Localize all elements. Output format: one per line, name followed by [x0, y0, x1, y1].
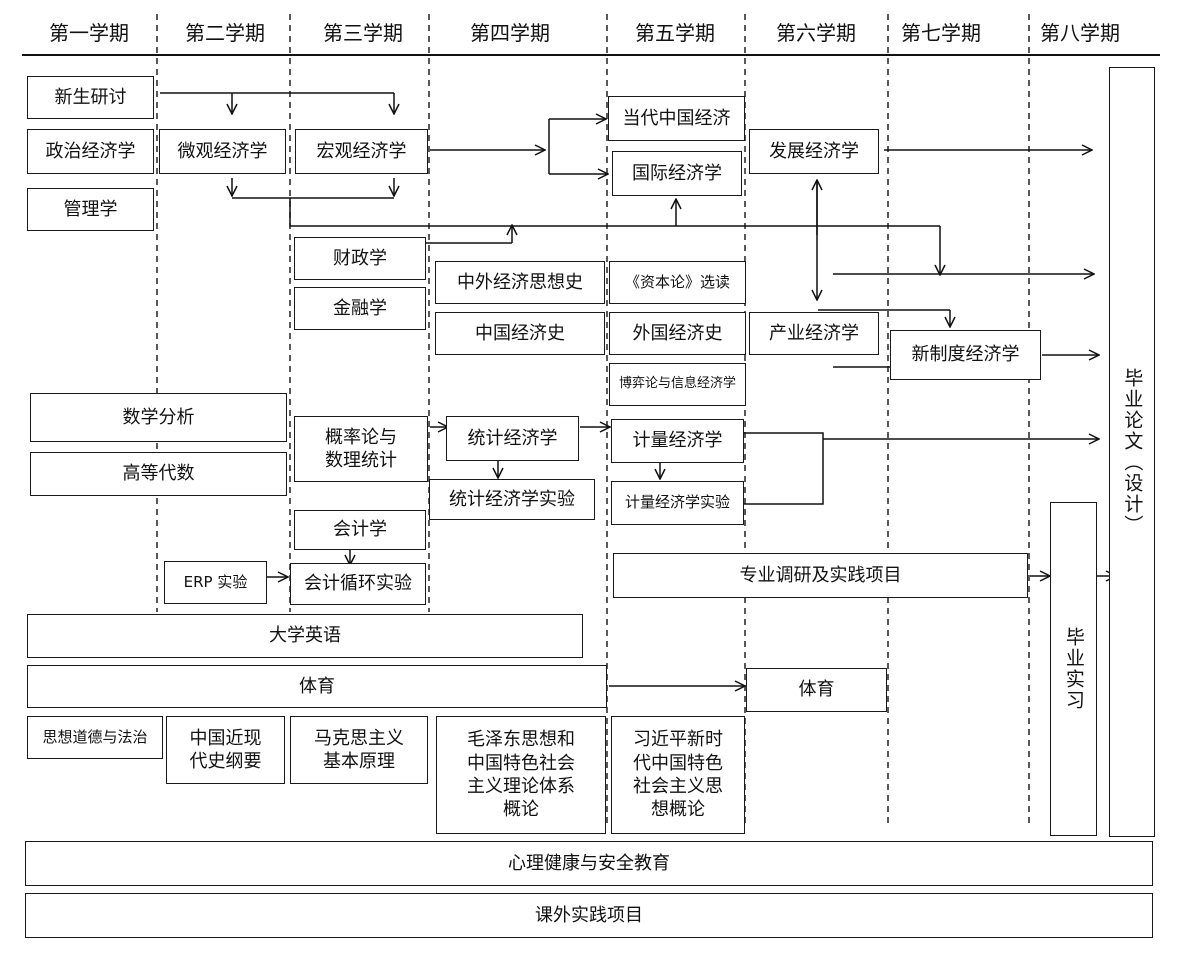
course-shuxue[interactable]: 数学分析 [30, 393, 287, 442]
course-maozedong[interactable]: 毛泽东思想和 中国特色社会 主义理论体系 概论 [436, 716, 606, 834]
course-daxueyy[interactable]: 大学英语 [27, 614, 583, 658]
course-hongguan[interactable]: 宏观经济学 [295, 129, 428, 174]
course-chanye[interactable]: 产业经济学 [749, 312, 879, 355]
course-fazhan[interactable]: 发展经济学 [749, 129, 879, 174]
course-dangdai[interactable]: 当代中国经济 [608, 96, 745, 141]
course-boyi[interactable]: 博弈论与信息经济学 [609, 363, 746, 406]
course-gaodeng[interactable]: 高等代数 [30, 452, 287, 496]
semester-header-1: 第一学期 [49, 21, 129, 45]
course-tiyu2[interactable]: 体育 [746, 668, 887, 712]
semester-header-8: 第八学期 [1040, 21, 1120, 45]
course-jinxiandai[interactable]: 中国近现 代史纲要 [166, 716, 285, 784]
course-xinsheng[interactable]: 新生研讨 [27, 76, 154, 119]
semester-header-3: 第三学期 [323, 21, 403, 45]
course-makesi[interactable]: 马克思主义 基本原理 [290, 716, 428, 784]
course-xinli[interactable]: 心理健康与安全教育 [25, 841, 1153, 886]
course-caizheng[interactable]: 财政学 [294, 237, 426, 280]
semester-header-7: 第七学期 [901, 21, 981, 45]
course-erp[interactable]: ERP 实验 [164, 561, 267, 604]
course-jinrong[interactable]: 金融学 [294, 287, 426, 330]
course-sixiang[interactable]: 思想道德与法治 [27, 716, 163, 759]
flow-arrows [160, 92, 1116, 686]
course-biyesx[interactable]: 毕业实习 [1050, 502, 1097, 836]
course-zhuanye[interactable]: 专业调研及实践项目 [613, 553, 1028, 598]
course-kuaiji[interactable]: 会计学 [294, 510, 426, 550]
course-jiliangsy[interactable]: 计量经济学实验 [611, 481, 744, 525]
course-guoji[interactable]: 国际经济学 [612, 151, 742, 196]
semester-header-5: 第五学期 [635, 21, 715, 45]
course-biyelw[interactable]: 毕业论文（设计） [1109, 67, 1155, 837]
semester-header-4: 第四学期 [470, 21, 550, 45]
course-kewai[interactable]: 课外实践项目 [25, 893, 1153, 938]
semester-header-6: 第六学期 [776, 21, 856, 45]
course-weiguan[interactable]: 微观经济学 [159, 129, 286, 174]
course-tongji[interactable]: 统计经济学 [446, 416, 579, 461]
course-tiyu1[interactable]: 体育 [27, 665, 607, 708]
semester-header-2: 第二学期 [185, 21, 265, 45]
course-xinzhidu[interactable]: 新制度经济学 [890, 330, 1041, 380]
course-kuaijixh[interactable]: 会计循环实验 [290, 563, 426, 605]
course-zhengzhi[interactable]: 政治经济学 [27, 129, 154, 174]
course-gailv[interactable]: 概率论与 数理统计 [294, 416, 428, 482]
course-waiguo[interactable]: 外国经济史 [609, 312, 746, 355]
course-zhongguojjs[interactable]: 中国经济史 [435, 312, 605, 355]
course-jiliang[interactable]: 计量经济学 [611, 419, 744, 463]
course-guanli[interactable]: 管理学 [27, 188, 154, 231]
course-xijinping[interactable]: 习近平新时 代中国特色 社会主义思 想概论 [611, 716, 745, 834]
course-ziben[interactable]: 《资本论》选读 [609, 261, 746, 304]
course-tongjisy[interactable]: 统计经济学实验 [429, 479, 595, 520]
course-sixiangshi[interactable]: 中外经济思想史 [435, 261, 605, 304]
